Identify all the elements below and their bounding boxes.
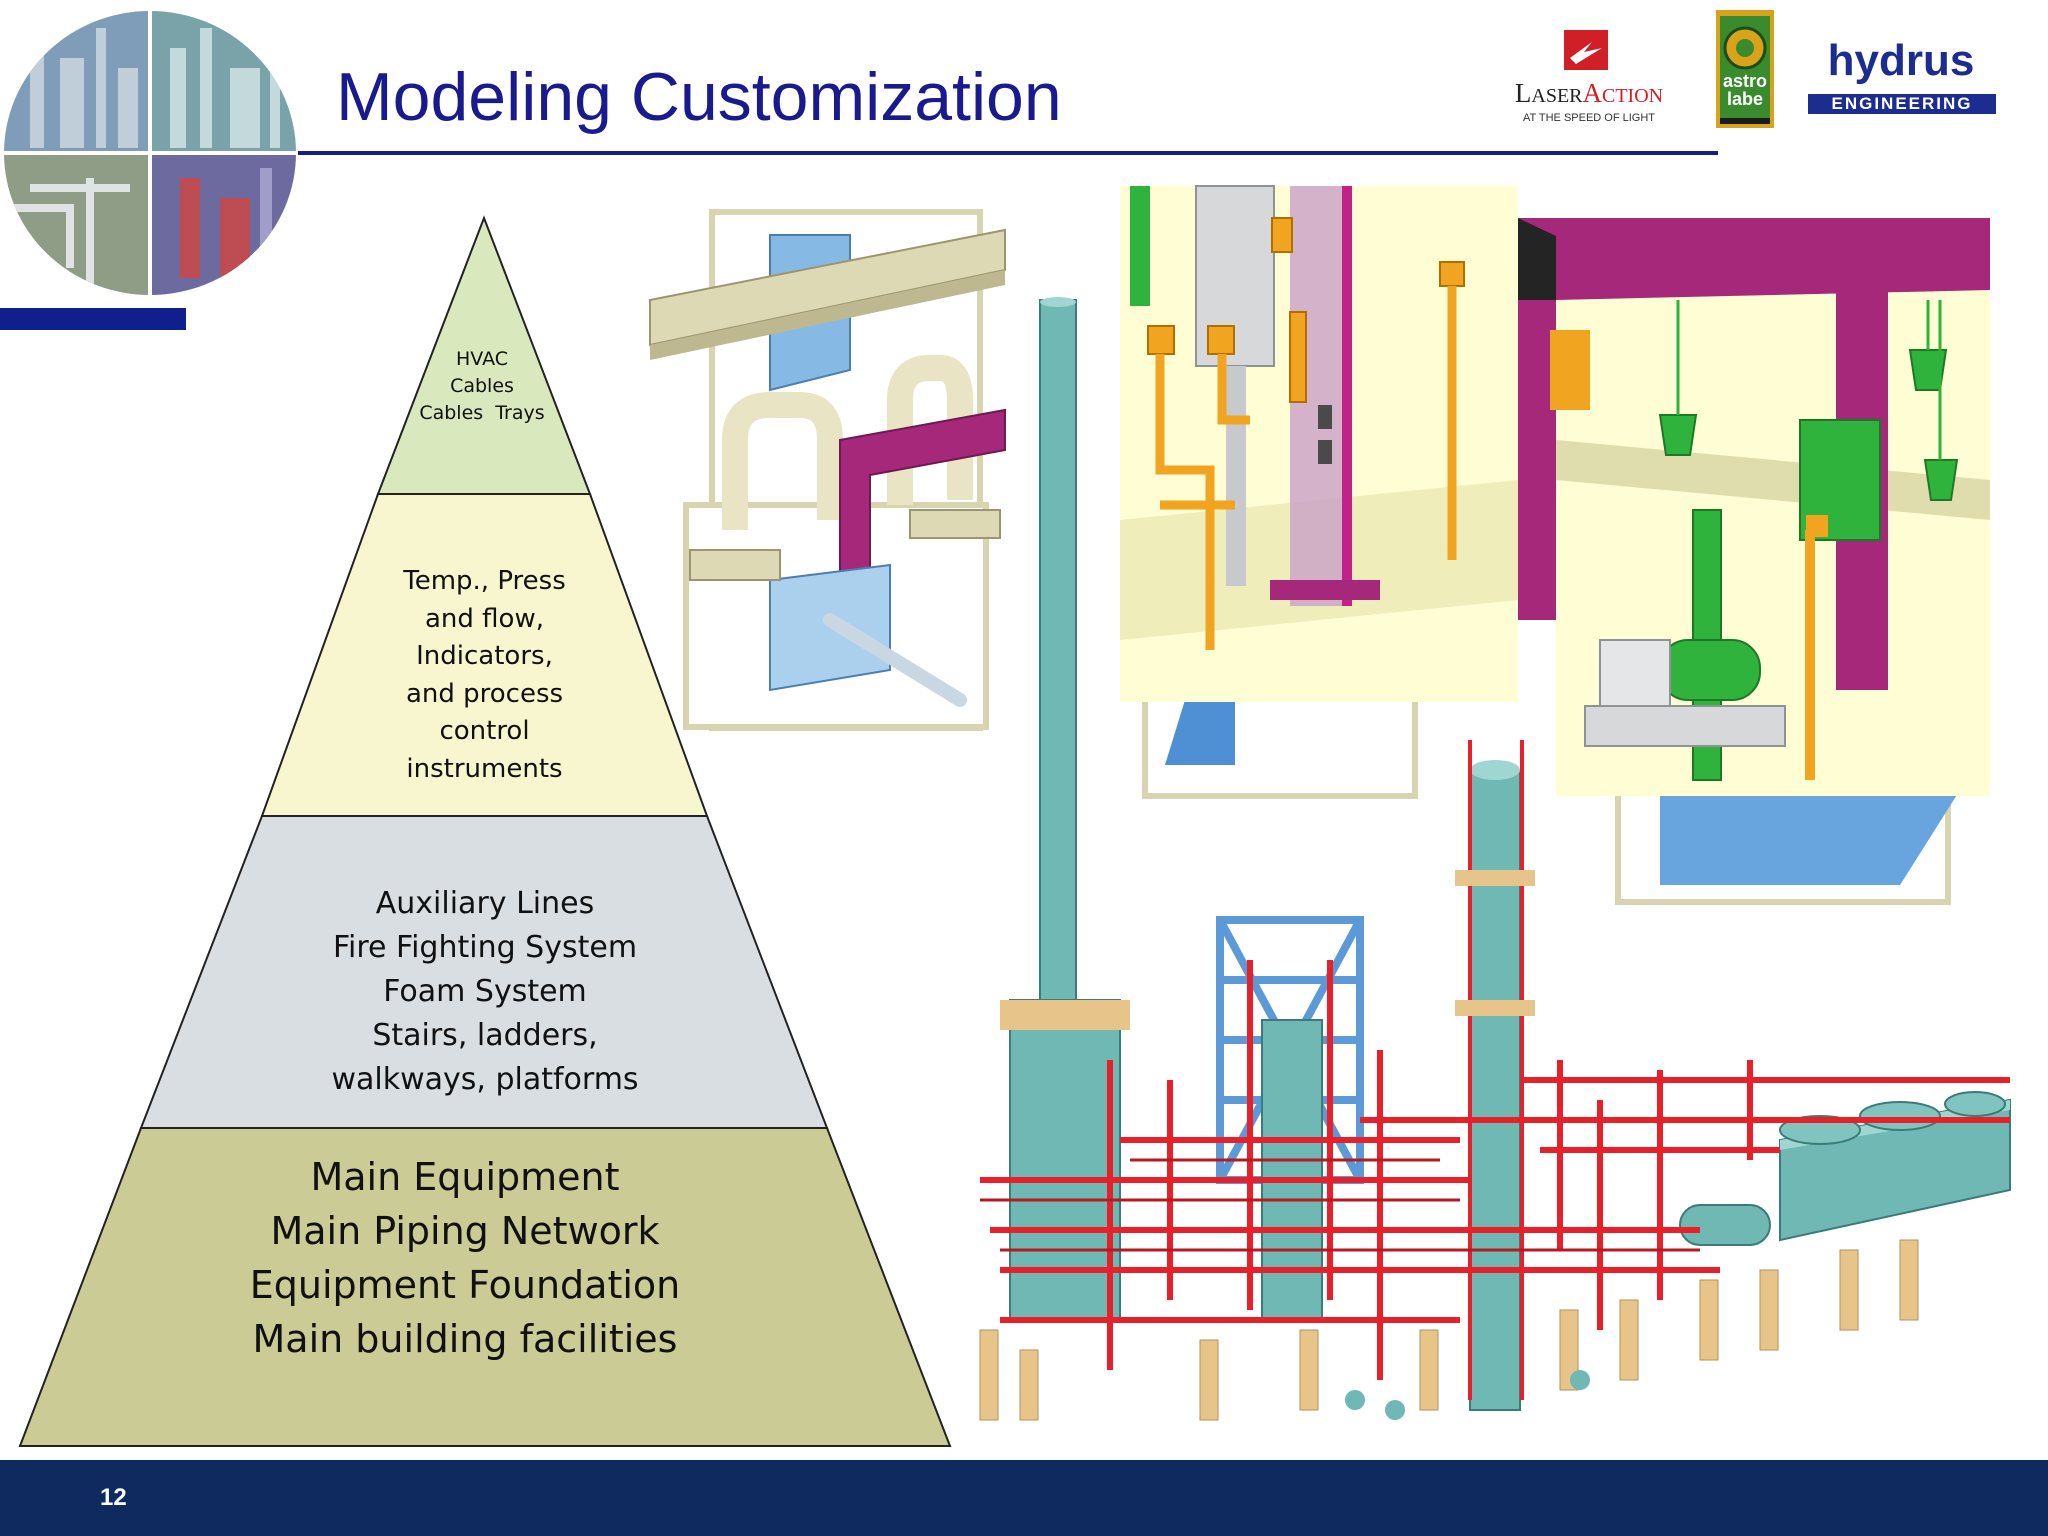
pyramid-tier-4-label: Main Equipment Main Piping Network Equip… bbox=[249, 1155, 681, 1361]
refinery-plant-model bbox=[979, 297, 2011, 1421]
laseraction-wordmark: LASERACTION bbox=[1478, 78, 1700, 109]
plant-3d-model-render bbox=[649, 185, 2011, 1421]
pyramid-tier-2-label: Temp., Press and flow, Indicators, and p… bbox=[403, 566, 566, 784]
page-number: 12 bbox=[100, 1484, 127, 1511]
instrument-detail-inset bbox=[1120, 185, 1518, 799]
title-underline bbox=[298, 151, 1718, 155]
hydrus-subtitle: ENGINEERING bbox=[1808, 94, 1996, 114]
astrolabe-wordmark: astro labe bbox=[1722, 71, 1767, 109]
pyramid-tier-3-label: Auxiliary Lines Fire Fighting System Foa… bbox=[331, 886, 639, 1097]
pyramid-tier-1-label: HVAC Cables Cables Trays bbox=[419, 348, 545, 424]
refinery-photo-collage bbox=[4, 11, 296, 295]
hydrus-logo: hydrus ENGINEERING bbox=[1806, 36, 1996, 116]
laseraction-wordmark-ction: CTION bbox=[1602, 85, 1664, 107]
laseraction-wordmark-aser: ASER bbox=[1531, 85, 1583, 107]
left-accent-bar bbox=[0, 308, 186, 330]
laseraction-emblem-icon bbox=[1564, 30, 1608, 70]
laseraction-wordmark-l: L bbox=[1514, 78, 1532, 108]
laseraction-wordmark-a: A bbox=[1582, 78, 1603, 108]
modeling-pyramid bbox=[18, 215, 952, 1447]
astrolabe-logo: astro labe bbox=[1716, 10, 1774, 128]
steel-equipment-detail-inset bbox=[1518, 218, 1990, 905]
astrolabe-emblem-icon bbox=[1716, 10, 1774, 128]
cable-tray-detail-inset bbox=[649, 209, 1006, 731]
slide-title: Modeling Customization bbox=[336, 59, 1062, 135]
laseraction-tagline: AT THE SPEED OF LIGHT bbox=[1522, 112, 1656, 124]
laseraction-logo: LASERACTION AT THE SPEED OF LIGHT bbox=[1478, 28, 1700, 128]
pyramid-tier-4 bbox=[18, 1127, 952, 1447]
footer-bar bbox=[0, 1460, 2048, 1536]
hydrus-wordmark: hydrus bbox=[1827, 36, 1975, 85]
